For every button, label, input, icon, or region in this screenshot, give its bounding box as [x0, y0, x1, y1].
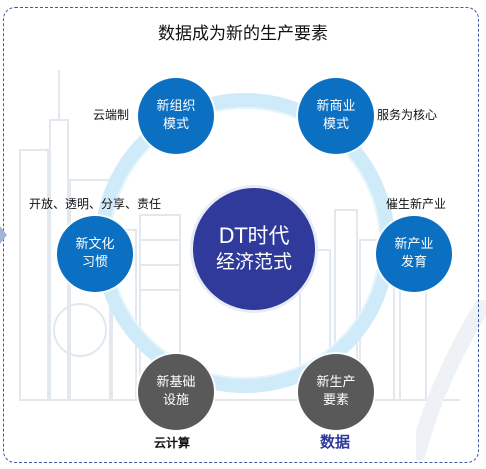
- node-line1: 新生产: [316, 375, 356, 390]
- node-new-infrastructure: 新基础 设施: [138, 354, 214, 430]
- node-line1: 新产业: [394, 237, 434, 252]
- node-new-industry: 新产业 发育: [376, 216, 452, 292]
- node-line2: 模式: [162, 117, 189, 132]
- node-line1: 新商业: [316, 99, 356, 114]
- decorative-arc: [416, 300, 486, 460]
- node-new-organization: 新组织 模式: [138, 78, 214, 154]
- node-line1: 新组织: [156, 99, 196, 114]
- label-open-values: 开放、透明、分享、责任: [29, 197, 162, 211]
- center-circle: DT时代 经济范式: [193, 188, 315, 310]
- node-new-production-factor: 新生产 要素: [298, 354, 374, 430]
- node-new-culture: 新文化 习惯: [57, 216, 133, 292]
- diagram-title: 数据成为新的生产要素: [158, 24, 328, 44]
- label-new-industries: 催生新产业: [386, 197, 447, 211]
- left-arrow-marker: [0, 226, 7, 244]
- node-line2: 要素: [322, 393, 349, 408]
- node-line2: 模式: [322, 117, 349, 132]
- node-line2: 设施: [162, 393, 189, 408]
- node-line2: 发育: [400, 255, 427, 270]
- center-line1: DT时代: [218, 224, 290, 248]
- node-line1: 新基础: [156, 375, 196, 390]
- node-line1: 新文化: [75, 237, 115, 252]
- label-service-core: 服务为核心: [377, 108, 438, 122]
- node-line2: 习惯: [81, 255, 108, 270]
- node-new-business: 新商业 模式: [298, 78, 374, 154]
- label-cloud-computing: 云计算: [154, 436, 191, 450]
- label-cloud-system: 云端制: [93, 108, 130, 122]
- label-data: 数据: [320, 433, 351, 451]
- center-line2: 经济范式: [215, 251, 292, 273]
